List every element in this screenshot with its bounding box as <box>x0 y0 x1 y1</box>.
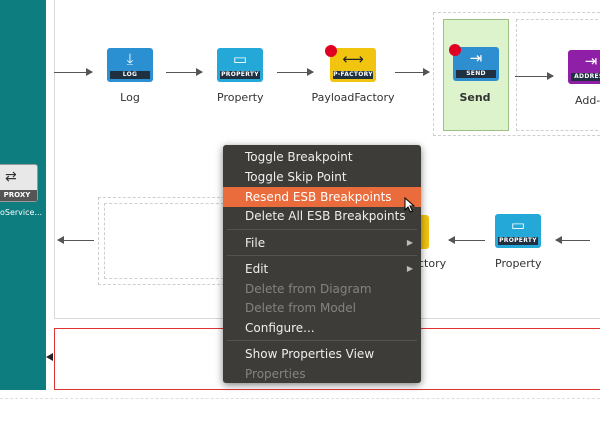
menu-item-resend-esb-breakpoints[interactable]: Resend ESB Breakpoints <box>223 187 421 207</box>
menu-item-show-properties-view[interactable]: Show Properties View <box>245 347 375 361</box>
address-endpoint-label: Add-E <box>575 94 600 107</box>
log-mediator-label: Log <box>120 91 140 104</box>
mouse-cursor-icon <box>404 197 416 213</box>
property-mediator[interactable]: ▭ PROPERTY <box>217 48 263 88</box>
menu-item-delete-all-esb-breakpoints[interactable]: Delete All ESB Breakpoints <box>245 209 406 223</box>
flow-arrow <box>448 236 485 244</box>
menu-item-file[interactable]: File▶ <box>223 233 421 253</box>
menu-item-configure[interactable]: Configure... <box>245 321 315 335</box>
log-mediator-icon: ⤓ LOG <box>107 48 153 82</box>
menu-separator <box>227 229 417 230</box>
menu-separator <box>227 255 417 256</box>
payloadfactory-glyph-icon: ⟷ <box>342 50 364 68</box>
menu-item-toggle-skip-point[interactable]: Toggle Skip Point <box>245 170 347 184</box>
menu-item-delete-from-diagram[interactable]: Delete from Diagram <box>245 282 372 296</box>
fault-arrow-icon <box>46 353 53 361</box>
menu-item-edit[interactable]: Edit▶ <box>223 259 421 279</box>
log-glyph-icon: ⤓ <box>126 50 134 68</box>
property-mediator-label: Property <box>217 91 264 104</box>
flow-arrow <box>515 72 554 80</box>
property-mediator-icon: ▭ PROPERTY <box>217 48 263 82</box>
address-glyph-icon: ⇥ <box>584 52 598 70</box>
proxy-caption: PROXY <box>0 190 37 201</box>
property-glyph-icon: ▭ <box>232 50 248 68</box>
flow-arrow <box>555 236 590 244</box>
menu-item-toggle-breakpoint[interactable]: Toggle Breakpoint <box>245 150 353 164</box>
breakpoint-marker[interactable] <box>449 44 461 56</box>
payloadfactory-mediator-icon: ⟷ P-FACTORY <box>330 48 376 82</box>
flow-arrow <box>57 236 94 244</box>
proxy-icon[interactable]: ⇄ PROXY <box>0 164 38 202</box>
flow-arrow <box>395 68 430 76</box>
send-mediator-label: Send <box>459 91 491 104</box>
property-mediator-out-icon: ▭ PROPERTY <box>495 214 541 248</box>
payloadfactory-mediator[interactable]: ⟷ P-FACTORY <box>330 48 376 88</box>
submenu-arrow-icon: ▶ <box>406 238 413 247</box>
payloadfactory-out-icon[interactable] <box>419 215 429 249</box>
property-mediator-out[interactable]: ▭ PROPERTY <box>495 214 541 254</box>
send-glyph-icon: ⇥ <box>469 49 483 67</box>
menu-item-delete-from-model[interactable]: Delete from Model <box>245 301 357 315</box>
context-menu: Toggle Breakpoint Toggle Skip Point Rese… <box>223 145 421 383</box>
send-mediator-icon: ⇥ SEND <box>453 47 499 81</box>
breakpoint-marker[interactable] <box>325 45 337 57</box>
log-mediator[interactable]: ⤓ LOG <box>107 48 153 88</box>
property-mediator-out-label: Property <box>495 257 542 270</box>
proxy-label: oService... <box>0 208 43 217</box>
submenu-arrow-icon: ▶ <box>406 264 413 273</box>
menu-item-properties[interactable]: Properties <box>245 367 306 381</box>
proxy-glyph-icon: ⇄ <box>5 169 17 185</box>
address-endpoint-icon: ⇥ ADDRESS <box>568 50 600 84</box>
divider <box>0 398 600 399</box>
payloadfactory-mediator-label: PayloadFactory <box>311 91 395 104</box>
send-mediator[interactable]: ⇥ SEND <box>453 47 499 87</box>
flow-arrow <box>166 68 203 76</box>
flow-arrow <box>54 68 93 76</box>
flow-arrow <box>277 68 314 76</box>
property-glyph-icon: ▭ <box>510 216 526 234</box>
out-sequence-inner <box>104 203 229 279</box>
payloadfactory-out-label: ctory <box>418 257 447 270</box>
address-endpoint[interactable]: ⇥ ADDRESS <box>568 50 600 90</box>
menu-separator <box>227 340 417 341</box>
